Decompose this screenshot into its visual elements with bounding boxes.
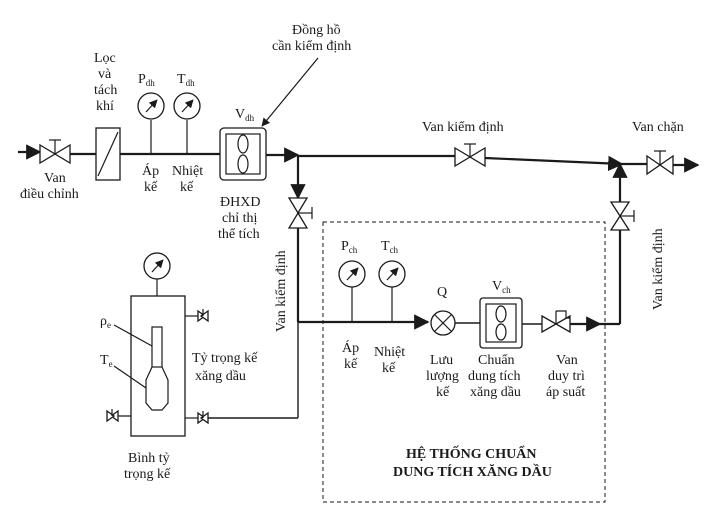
flowmeter-icon bbox=[430, 310, 456, 336]
label-nhiet-ke-b-1: Nhiệt bbox=[374, 345, 405, 360]
label-van-kiem-dinh-right: Van kiểm định bbox=[651, 228, 666, 310]
label-binh-1: Bình tỷ bbox=[128, 451, 170, 466]
label-t-dh: Tdh bbox=[177, 72, 195, 88]
label-q: Q bbox=[437, 285, 447, 300]
label-ap-ke-b-2: kế bbox=[344, 357, 358, 372]
label-dhxd-2: chỉ thị bbox=[222, 211, 257, 226]
standard-volume-meter-icon bbox=[479, 297, 523, 349]
label-ap-ke-2: kế bbox=[144, 180, 158, 195]
label-van-duy-tri-2: duy trì bbox=[548, 369, 585, 384]
label-t-e: Te bbox=[100, 353, 113, 369]
verification-valve-top-icon bbox=[454, 143, 486, 168]
label-nhiet-ke-2: kế bbox=[180, 180, 194, 195]
hydrometer-vessel-icon bbox=[106, 252, 209, 437]
label-he-thong-2: DUNG TÍCH XĂNG DẦU bbox=[393, 463, 552, 480]
volume-meter-icon bbox=[219, 127, 267, 181]
label-luu-luong-3: kế bbox=[436, 385, 450, 400]
pressure-holding-valve-icon bbox=[541, 310, 571, 334]
label-van-kiem-dinh-top: Van kiểm định bbox=[422, 120, 504, 135]
label-van-kiem-dinh-left: Van kiểm định bbox=[274, 250, 289, 332]
label-dong-ho-1: Đồng hồ bbox=[292, 23, 341, 38]
pressure-gauge-icon bbox=[137, 92, 165, 154]
label-loc-1: Lọc bbox=[94, 51, 116, 66]
label-loc-4: khí bbox=[96, 99, 114, 114]
label-nhiet-ke-b-2: kế bbox=[382, 361, 396, 376]
standard-system-boundary bbox=[322, 221, 606, 503]
label-loc-3: tách bbox=[94, 83, 117, 98]
verification-valve-right-icon bbox=[609, 201, 635, 231]
label-v-dh: Vdh bbox=[235, 107, 255, 123]
main-pipeline bbox=[18, 144, 700, 173]
label-ty-trong-1: Tỷ trọng kế bbox=[192, 351, 258, 366]
pressure-gauge-bottom-icon bbox=[338, 260, 366, 322]
label-ty-trong-2: xăng dầu bbox=[195, 369, 246, 384]
label-p-ch: Pch bbox=[341, 239, 358, 255]
label-luu-luong-2: lượng bbox=[426, 369, 459, 384]
label-van-duy-tri-3: áp suất bbox=[546, 385, 585, 400]
thermometer-gauge-icon bbox=[173, 92, 201, 154]
label-binh-2: trọng kế bbox=[124, 467, 171, 482]
label-chuan-1: Chuẩn bbox=[478, 353, 515, 368]
label-van-duy-tri-1: Van bbox=[556, 353, 578, 368]
control-valve-icon bbox=[39, 139, 71, 165]
filter-icon bbox=[95, 127, 121, 181]
shutoff-valve-icon bbox=[646, 150, 674, 176]
label-chuan-2: dung tích bbox=[468, 369, 521, 384]
label-luu-luong-1: Lưu bbox=[430, 353, 453, 368]
label-chuan-3: xăng dầu bbox=[470, 385, 521, 400]
pointer-arrow bbox=[261, 57, 319, 127]
label-ap-ke-b-1: Áp bbox=[342, 339, 359, 356]
verification-valve-left-icon bbox=[287, 197, 313, 229]
label-van-chan: Van chặn bbox=[632, 120, 684, 135]
label-rho-e: ρe bbox=[100, 314, 111, 330]
label-van-dieu-chinh-2: điều chỉnh bbox=[20, 187, 79, 202]
label-v-ch: Vch bbox=[492, 279, 511, 295]
left-branch-pipe bbox=[290, 156, 430, 330]
label-dhxd-3: thể tích bbox=[218, 227, 260, 242]
label-p-dh: Pdh bbox=[138, 72, 155, 88]
label-dong-ho-2: cần kiểm định bbox=[272, 39, 351, 54]
thermometer-gauge-bottom-icon bbox=[378, 260, 406, 322]
label-dhxd-1: ĐHXD bbox=[220, 195, 260, 210]
label-van-dieu-chinh-1: Van bbox=[44, 171, 66, 186]
label-nhiet-ke-1: Nhiệt bbox=[172, 164, 203, 179]
label-ap-ke-1: Áp bbox=[142, 162, 159, 179]
right-branch-pipe bbox=[600, 162, 628, 326]
label-t-ch: Tch bbox=[381, 239, 399, 255]
label-loc-2: và bbox=[98, 67, 112, 82]
label-he-thong-1: HỆ THỐNG CHUẨN bbox=[406, 444, 536, 462]
